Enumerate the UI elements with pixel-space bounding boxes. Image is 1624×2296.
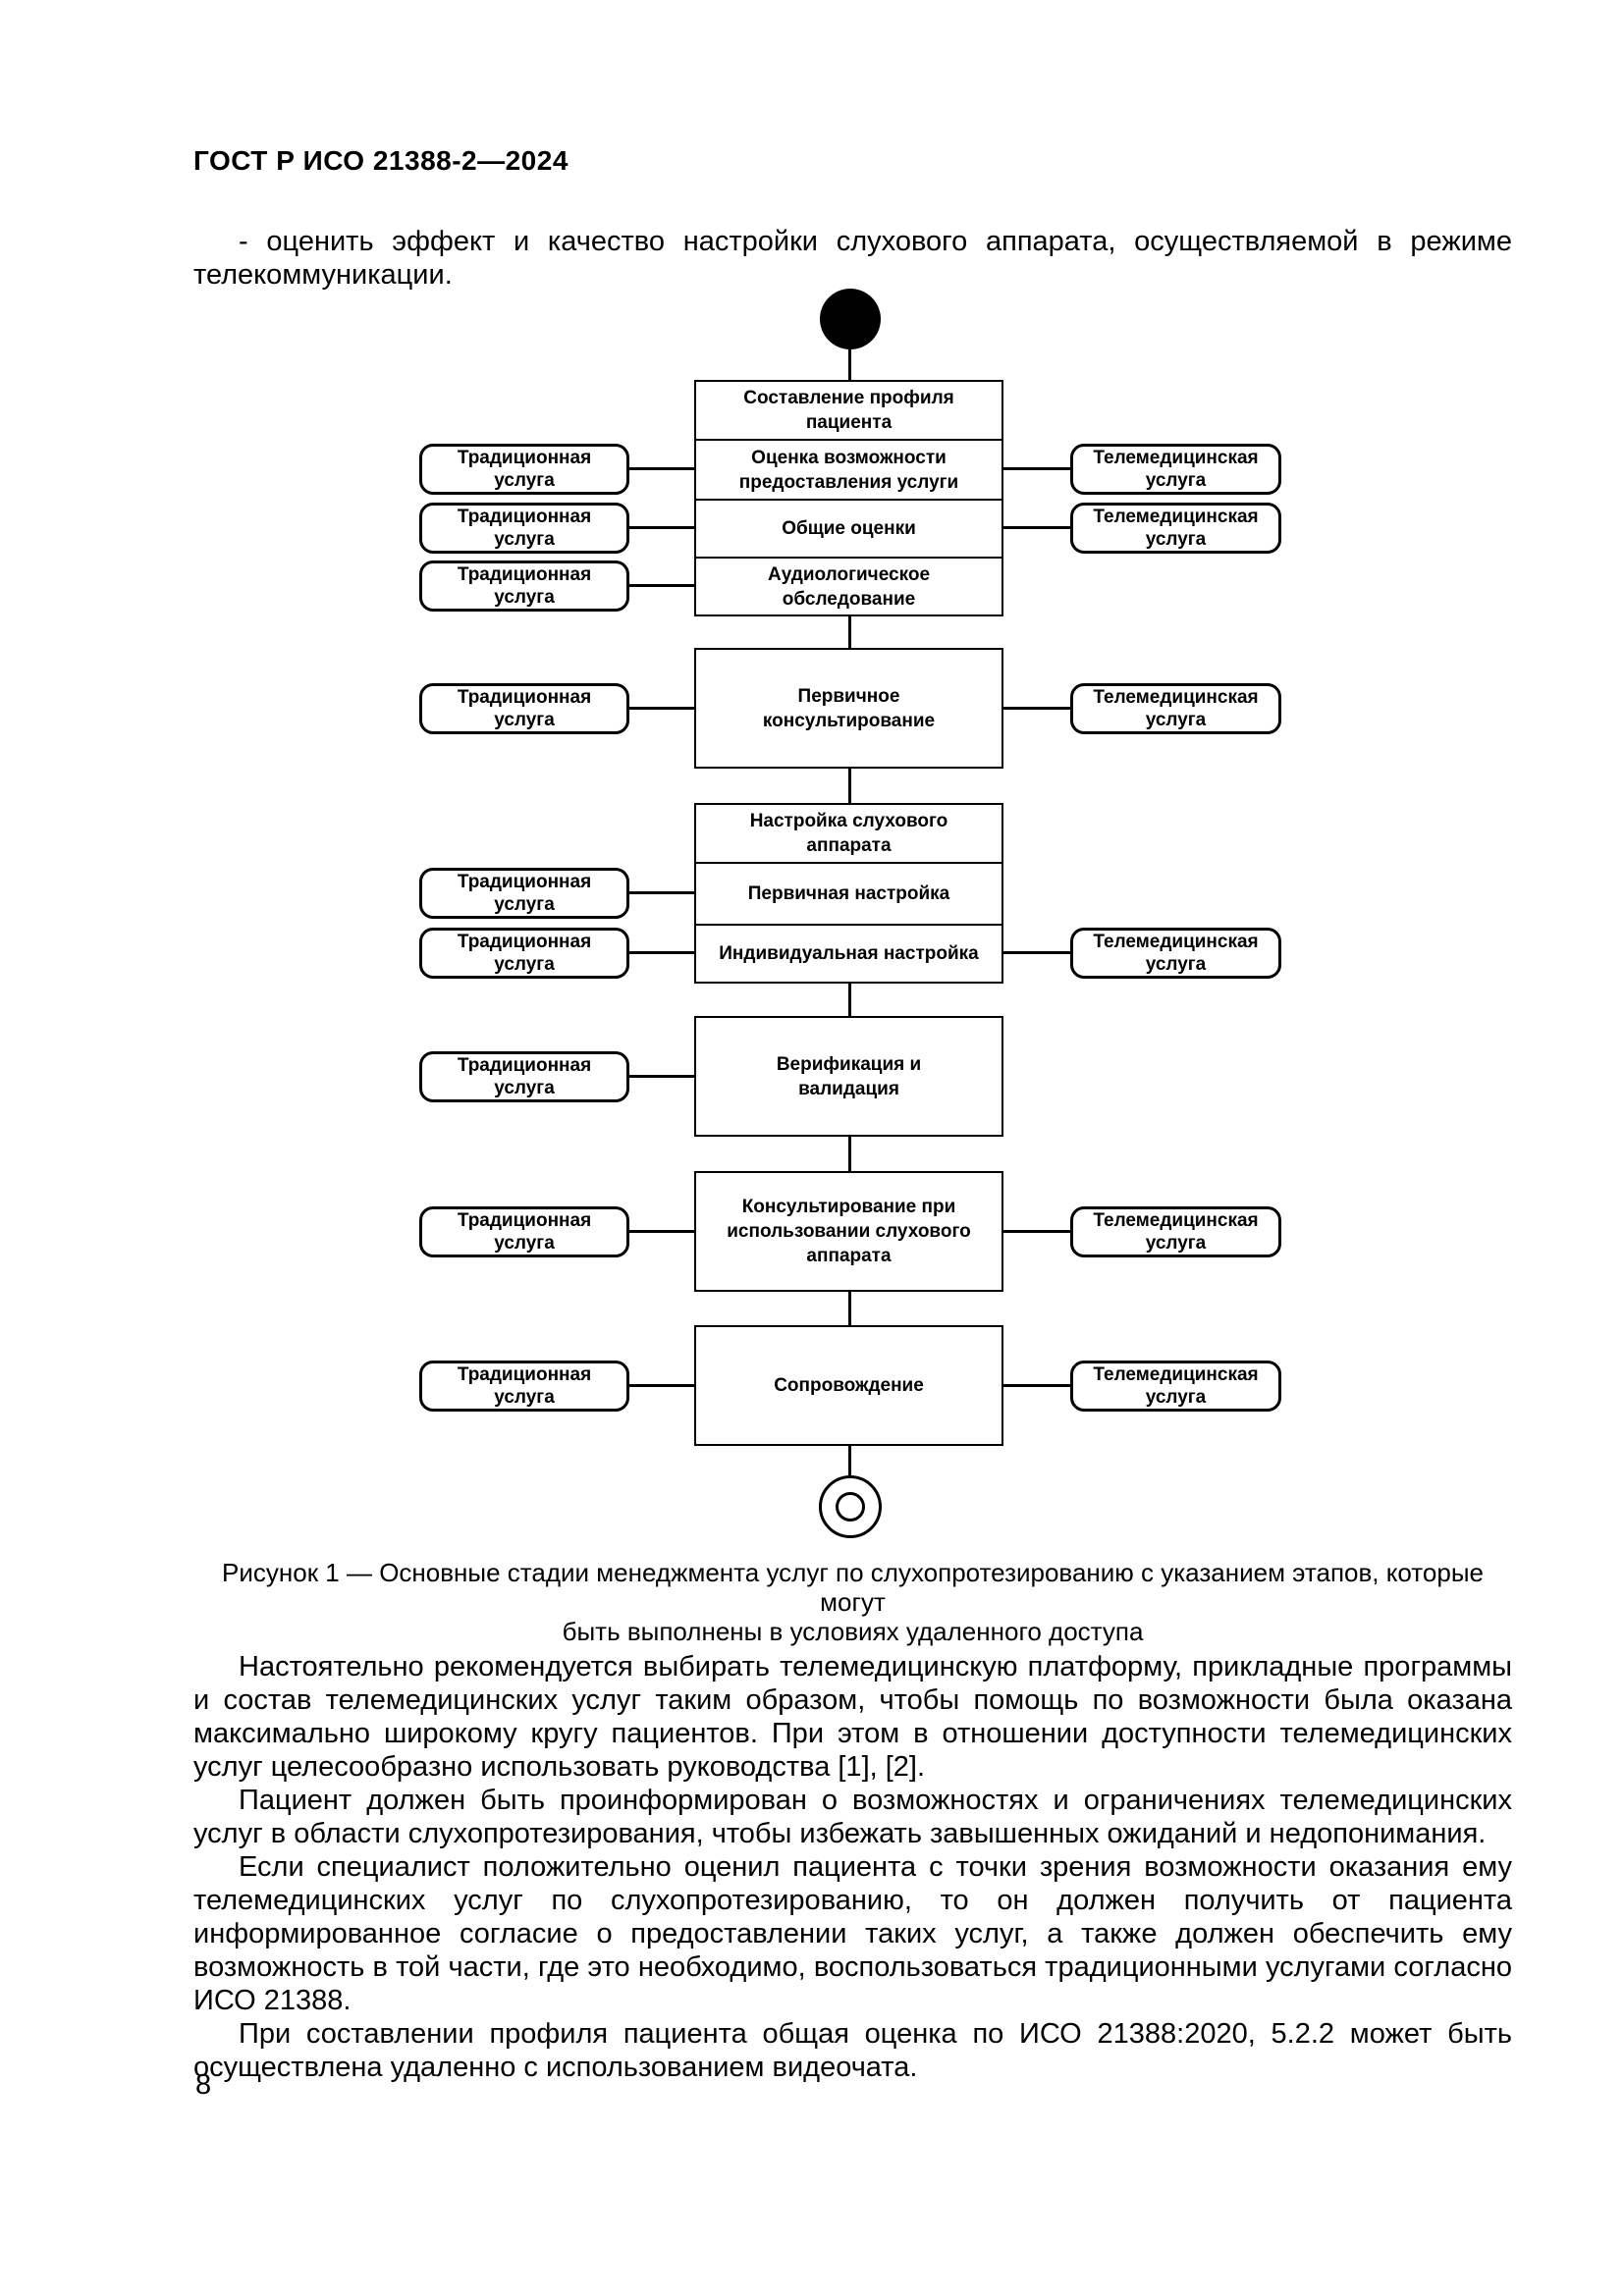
connector-line <box>629 1384 694 1387</box>
connector-line <box>848 1137 851 1171</box>
stage-subrow-cell: Аудиологическое обследование <box>694 557 1003 616</box>
connector-line <box>848 982 851 1016</box>
connector-line <box>629 707 694 710</box>
traditional-service-box: Традиционная услуга <box>419 1361 629 1412</box>
connector-line <box>629 1075 694 1078</box>
traditional-service-box: Традиционная услуга <box>419 1051 629 1102</box>
stage-subrow-cell: Первичная настройка <box>694 862 1003 926</box>
telemedicine-service-box: Телемедицинская услуга <box>1070 503 1281 554</box>
stage-initial-consulting-box: Первичное консультирование <box>694 648 1003 769</box>
traditional-service-box: Традиционная услуга <box>419 1206 629 1257</box>
doc-code-header: ГОСТ Р ИСО 21388-2—2024 <box>193 145 568 176</box>
body-paragraph: При составлении профиля пациента общая о… <box>193 2018 1512 2083</box>
connector-line <box>1003 951 1070 954</box>
body-paragraph: Если специалист положительно оценил паци… <box>193 1851 1512 2016</box>
body-paragraph: Настоятельно рекомендуется выбирать теле… <box>193 1651 1512 1783</box>
stage-usage-consulting-box: Консультирование при использовании слухо… <box>694 1171 1003 1292</box>
connector-line <box>629 891 694 894</box>
stage-verification-box: Верификация и валидация <box>694 1016 1003 1137</box>
body-text: Настоятельно рекомендуется выбирать теле… <box>193 1650 1512 2084</box>
connector-line <box>1003 707 1070 710</box>
traditional-service-box: Традиционная услуга <box>419 928 629 979</box>
traditional-service-box: Традиционная услуга <box>419 503 629 554</box>
connector-line <box>848 769 851 803</box>
connector-line <box>848 614 851 648</box>
connector-line <box>629 526 694 529</box>
stage-subrow-cell: Оценка возможности предоставления услуги <box>694 439 1003 501</box>
connector-line <box>1003 467 1070 470</box>
traditional-service-box: Традиционная услуга <box>419 444 629 495</box>
stage-patient-profile-box: Составление профиля пациента Оценка возм… <box>694 380 1003 616</box>
telemedicine-service-box: Телемедицинская услуга <box>1070 1361 1281 1412</box>
traditional-service-box: Традиционная услуга <box>419 561 629 612</box>
stage-subrow-cell: Общие оценки <box>694 499 1003 559</box>
figure-caption: Рисунок 1 — Основные стадии менеджмента … <box>222 1558 1484 1646</box>
stage-followup-box: Сопровождение <box>694 1325 1003 1446</box>
connector-line <box>629 951 694 954</box>
connector-line <box>848 1292 851 1325</box>
end-node-inner-circle <box>836 1492 865 1522</box>
intro-paragraph: - оценить эффект и качество настройки сл… <box>193 226 1512 291</box>
stage-title-cell: Составление профиля пациента <box>694 380 1003 441</box>
traditional-service-box: Традиционная услуга <box>419 683 629 734</box>
connector-line <box>629 584 694 587</box>
connector-line <box>629 1230 694 1233</box>
page-number: 8 <box>195 2069 212 2101</box>
stage-title-cell: Настройка слухового аппарата <box>694 803 1003 864</box>
connector-line <box>848 1446 851 1475</box>
stage-subrow-cell: Индивидуальная настройка <box>694 924 1003 984</box>
connector-line <box>1003 1230 1070 1233</box>
telemedicine-service-box: Телемедицинская услуга <box>1070 444 1281 495</box>
start-node-icon <box>820 289 881 349</box>
traditional-service-box: Традиционная услуга <box>419 868 629 919</box>
end-node-icon <box>819 1475 882 1538</box>
figure-flowchart: Составление профиля пациента Оценка возм… <box>419 289 1281 1538</box>
telemedicine-service-box: Телемедицинская услуга <box>1070 928 1281 979</box>
connector-line <box>848 349 851 380</box>
connector-line <box>1003 1384 1070 1387</box>
telemedicine-service-box: Телемедицинская услуга <box>1070 683 1281 734</box>
body-paragraph: Пациент должен быть проинформирован о во… <box>193 1785 1512 1849</box>
connector-line <box>629 467 694 470</box>
stage-fitting-box: Настройка слухового аппарата Первичная н… <box>694 803 1003 984</box>
telemedicine-service-box: Телемедицинская услуга <box>1070 1206 1281 1257</box>
connector-line <box>1003 526 1070 529</box>
